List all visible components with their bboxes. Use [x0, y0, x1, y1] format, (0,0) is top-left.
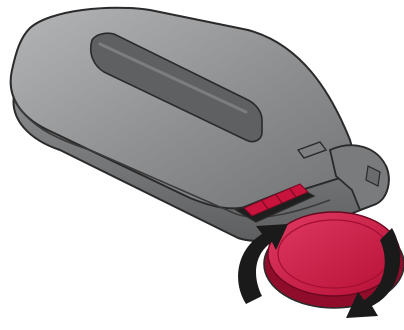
key-fob-icon [11, 8, 389, 241]
